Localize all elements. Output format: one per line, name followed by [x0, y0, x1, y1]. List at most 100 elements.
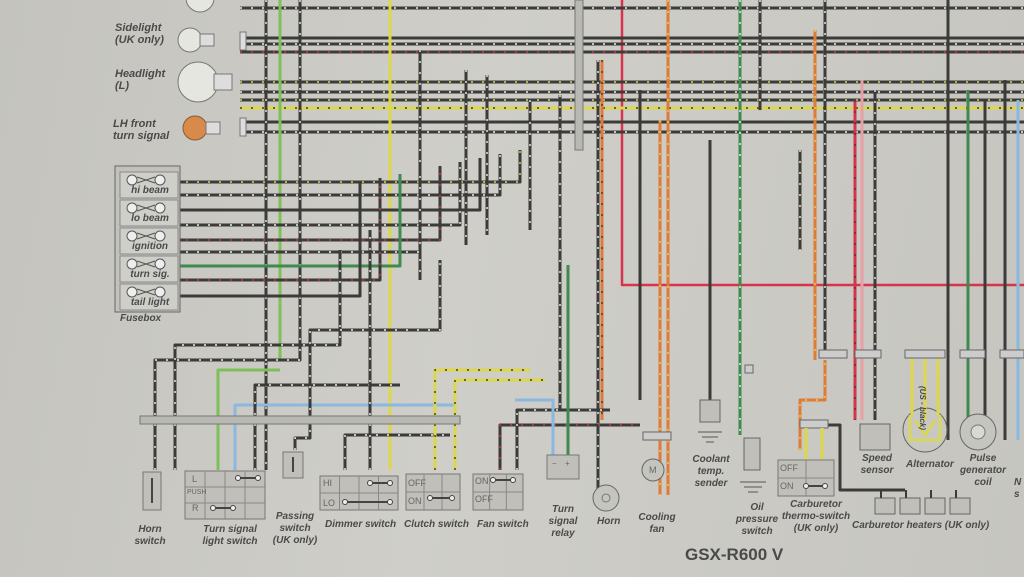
headlight-label-text: Headlight — [115, 68, 166, 80]
contact-point — [822, 483, 828, 489]
alternator-label: Alternator — [906, 459, 954, 470]
speed-label-1: Speed — [861, 453, 892, 464]
contact-point — [427, 495, 433, 501]
carburetor-heater — [874, 497, 896, 515]
cooling-fan-label-1: Cooling — [638, 512, 676, 523]
pulse-label-2: generator — [959, 465, 1007, 476]
passing-label-3: (UK only) — [272, 535, 318, 546]
carburetor-heater — [924, 497, 946, 515]
ground-icon — [698, 431, 722, 443]
sidelight-bulb — [177, 27, 203, 53]
dimmer-cell-hi: HI — [323, 478, 332, 488]
wire-black — [820, 423, 905, 492]
turn-signal-connector — [239, 117, 247, 137]
clutch-cell-off: OFF — [408, 478, 426, 488]
pulse-coil-center — [970, 424, 986, 440]
oil-label-3: switch — [741, 526, 773, 537]
contact-point — [490, 477, 496, 483]
speed-sensor — [859, 423, 891, 451]
turn-switch-cell-l: L — [192, 474, 198, 484]
fuse-element — [136, 232, 156, 240]
coolant-sender — [699, 399, 721, 423]
relay-label-2: signal — [548, 516, 578, 527]
turn-switch-cell-push: PUSH — [187, 489, 207, 496]
thermo-label-2: thermo-switch — [781, 511, 851, 522]
thermo-label-3: (UK only) — [793, 523, 839, 534]
fuse-label-lo-beam: lo beam — [131, 213, 169, 224]
fuse-label-turn-sig: turn sig. — [130, 269, 170, 280]
connector-block — [999, 349, 1024, 359]
turn-signal-bulb — [182, 115, 208, 141]
connector-block — [818, 349, 848, 359]
fuse-terminal — [126, 286, 138, 298]
fuse-label-tail-light: tail light — [130, 297, 170, 308]
wire-black — [120, 162, 462, 227]
fuse-terminal — [126, 258, 138, 270]
turn-signal-label-1: LH front — [113, 118, 156, 130]
contact-point — [210, 505, 216, 511]
connector-block — [959, 349, 986, 359]
oil-pressure-switch — [743, 437, 761, 471]
thermo-cell-off: OFF — [780, 463, 798, 473]
wire-blue — [515, 398, 555, 455]
coolant-label-2: temp. — [697, 466, 725, 477]
sidelight-label: Sidelight(UK only) — [115, 22, 164, 46]
relay-terminal-pos: + — [565, 459, 570, 468]
headlight-note: (L) — [115, 80, 130, 92]
fuse-terminal — [126, 174, 138, 186]
coolant-label-1: Coolant — [692, 454, 730, 465]
fuse-terminal — [154, 286, 166, 298]
turn-switch-cell-r: R — [192, 503, 199, 513]
connector-block — [904, 349, 946, 359]
sidelight-label-text: Sidelight — [115, 22, 162, 34]
fan-cell-on: ON — [475, 476, 489, 486]
wire-tracer-black — [434, 369, 530, 470]
fan-connector — [642, 431, 672, 441]
passing-label-2: switch — [279, 523, 311, 534]
wire-tracer-white — [344, 434, 450, 470]
fuse-element — [136, 260, 156, 268]
relay-terminal-neg: − — [552, 459, 557, 468]
wire-tracer-red — [499, 424, 640, 470]
contact-point — [342, 499, 348, 505]
horn-label: Horn — [597, 516, 621, 527]
turn-signal-relay — [546, 454, 580, 480]
contact-point — [387, 480, 393, 486]
carburetor-heater — [899, 497, 921, 515]
connector-block — [854, 349, 882, 359]
wire-black — [253, 383, 400, 470]
contact-point — [235, 475, 241, 481]
fuse-slot — [119, 255, 179, 283]
carburetor-heater — [949, 497, 971, 515]
speed-label-2: sensor — [860, 465, 894, 476]
fuse-label-hi-beam: hi beam — [131, 185, 169, 196]
heaters-label: Carburetor heaters (UK only) — [852, 520, 990, 531]
sidelight-connector — [239, 31, 247, 51]
wire-black — [120, 178, 382, 282]
fuse-element — [136, 288, 156, 296]
contact-point — [510, 477, 516, 483]
thermo-cell-on: ON — [780, 481, 794, 491]
turn-switch-label-1: Turn signal — [203, 524, 257, 535]
wire-tracer-white — [516, 409, 610, 470]
wire-lightgreen — [216, 368, 280, 470]
wire-tracer-black — [454, 379, 545, 470]
fuse-terminal — [154, 230, 166, 242]
headlight-base — [213, 73, 233, 91]
horn-switch-label-1: Horn — [138, 524, 162, 535]
clutch-cell-on: ON — [408, 496, 422, 506]
fan-motor-letter: M — [649, 465, 657, 475]
headlight-label: Headlight(L) — [115, 68, 165, 92]
fan-switch-label: Fan switch — [477, 519, 529, 530]
sidelight-note: (UK only) — [115, 34, 164, 46]
cooling-fan-motor — [641, 458, 665, 482]
